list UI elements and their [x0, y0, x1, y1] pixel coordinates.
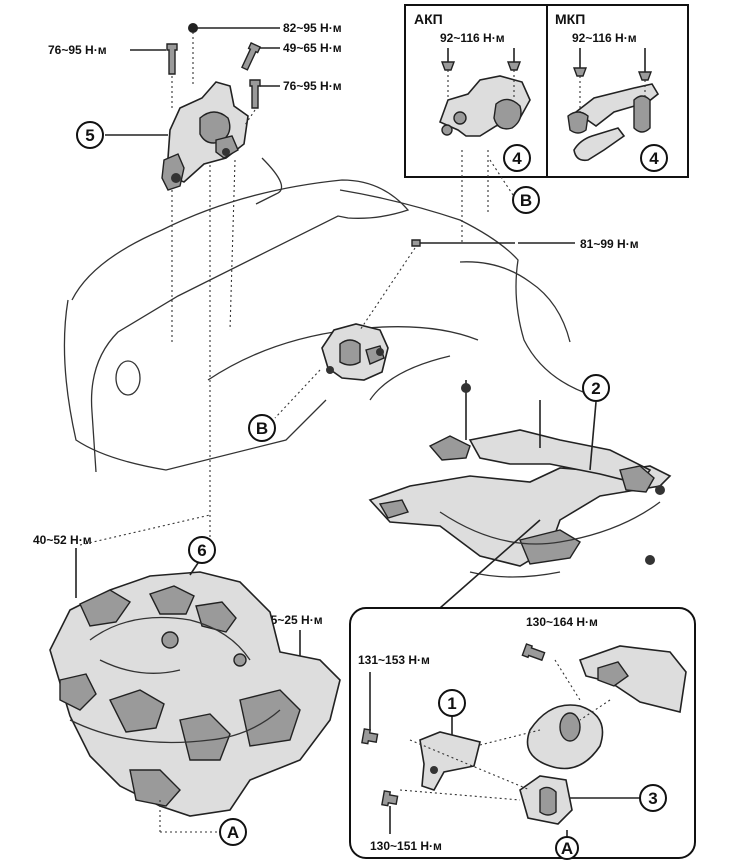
- callout-1-label: 1: [447, 694, 456, 713]
- callout-3: [639, 784, 667, 812]
- torque-engine-mount-top: 82~95 Н·м: [283, 21, 342, 35]
- callout-4-mkp-label: 4: [649, 149, 659, 168]
- callout-6: [188, 536, 216, 564]
- callout-a-engine: [219, 818, 247, 846]
- torque-engine-mount-left: 76~95 Н·м: [48, 43, 107, 57]
- torque-inset-bottom: 130~151 Н·м: [370, 839, 442, 853]
- rear-mount-inset: 130~164 Н·м 131~153 Н·м 130~151 Н·м 1 3: [349, 607, 696, 860]
- engine-assembly-no6: 40~52 Н·м 15~25 Н·м 6 A: [33, 514, 341, 846]
- callout-2-label: 2: [591, 379, 600, 398]
- callout-5: [76, 121, 104, 149]
- callout-2: [582, 374, 610, 402]
- callout-1: [438, 689, 466, 717]
- callout-4-mkp: [640, 144, 668, 172]
- callout-b-inset: [512, 186, 540, 214]
- torque-inset-left: 131~153 Н·м: [358, 653, 430, 667]
- callout-a-inset-label: A: [561, 839, 573, 858]
- torque-inset-top: 130~164 Н·м: [526, 615, 598, 629]
- callout-a-inset: [555, 836, 579, 860]
- torque-akp: 92~116 Н·м: [440, 31, 505, 45]
- engine-mount-no5: 82~95 Н·м 49~65 Н·м 76~95 Н·м 76~95 Н·м …: [48, 21, 342, 191]
- akp-mount-drawing: [438, 48, 531, 245]
- torque-engine-mount-right: 76~95 Н·м: [283, 79, 342, 93]
- transmission-mount-center: 81~99 Н·м B: [248, 237, 639, 442]
- akp-label: АКП: [414, 11, 443, 27]
- callout-b-inset-label: B: [520, 191, 532, 210]
- callout-a-engine-label: A: [227, 823, 239, 842]
- callout-4-akp: [503, 144, 531, 172]
- mkp-mount-drawing: [567, 48, 660, 162]
- callout-3-label: 3: [648, 789, 657, 808]
- transmission-mount-inset: АКП МКП 92~116 Н·м 92~116 Н·м: [404, 4, 689, 245]
- callout-5-label: 5: [85, 126, 94, 145]
- torque-center-bolt: 81~99 Н·м: [580, 237, 639, 251]
- callout-4-akp-label: 4: [512, 149, 522, 168]
- callout-6-label: 6: [197, 541, 206, 560]
- mkp-label: МКП: [555, 11, 585, 27]
- torque-engine-mount-stud: 49~65 Н·м: [283, 41, 342, 55]
- torque-mkp: 92~116 Н·м: [572, 31, 637, 45]
- callout-b-center-label: B: [256, 419, 268, 438]
- subframe-no2: 2: [368, 374, 672, 578]
- callout-b-center: [248, 414, 276, 442]
- torque-engine-left: 40~52 Н·м: [33, 533, 92, 547]
- torque-engine-right: 15~25 Н·м: [264, 613, 323, 627]
